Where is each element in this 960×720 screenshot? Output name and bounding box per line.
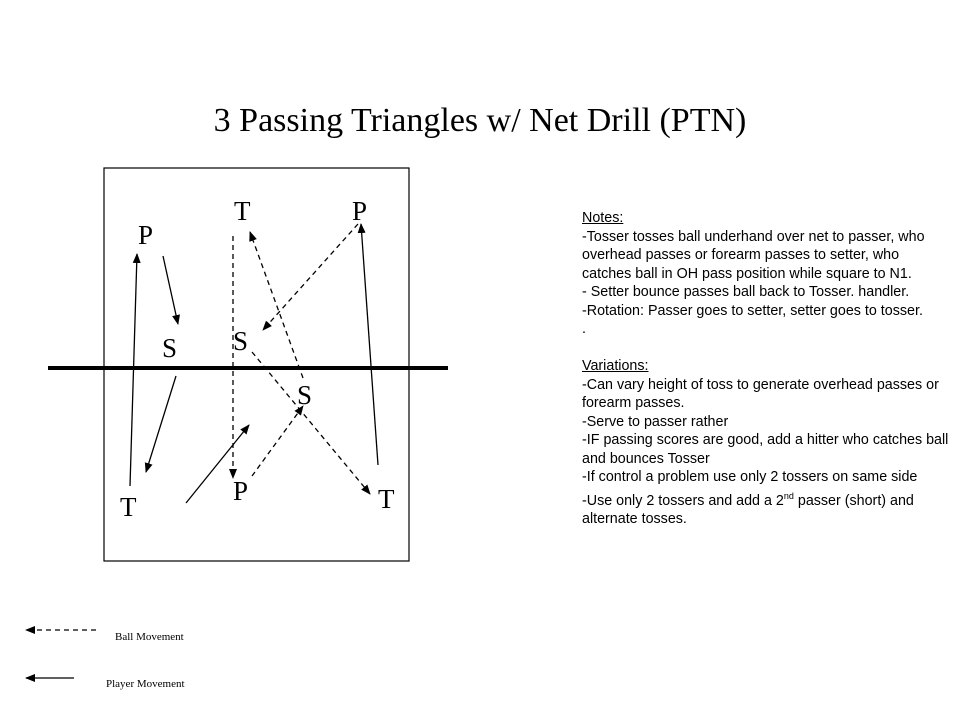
player-arrow-p-to-s [162,255,180,325]
variations-line: -If control a problem use only 2 tossers… [582,469,918,485]
ball-arrow-p-to-s-net [251,405,304,477]
label-s-left: S [162,333,178,363]
label-t-bottom-left: T [120,492,137,522]
page-title: 3 Passing Triangles w/ Net Drill (PTN) [213,102,747,139]
player-arrow-p-to-s-center [185,424,250,504]
ball-arrow-p-to-s [262,223,359,331]
notes-line: - Setter bounce passes ball back to Toss… [582,284,910,300]
label-s-net: S [297,380,313,410]
notes-line: -Tosser tosses ball underhand over net t… [582,228,925,282]
legend-player-movement: Player Movement [106,678,185,690]
label-s-center: S [233,326,249,356]
variations-line: -Can vary height of toss to generate ove… [582,376,939,412]
court-boundary [103,167,410,562]
player-arrow-s-to-t [144,375,177,473]
label-p-bottom: P [233,476,249,506]
variations-line: -Serve to passer rather [582,413,729,430]
label-p-left: P [138,220,154,250]
ball-arrow-s-to-t [251,351,371,495]
notes-header: Notes: [582,210,624,226]
label-t-bottom-right: T [378,484,395,514]
ball-arrow-s-net-to-t [249,231,304,379]
player-arrow-t-to-p [129,253,141,487]
variations-line: -Use only 2 tossers and add a 2nd passer… [582,490,914,527]
label-t-top: T [234,196,251,226]
variations-header: Variations: [582,358,649,374]
notes-line: -Rotation: Passer goes to setter, setter… [582,302,923,319]
variations-line: -IF passing scores are good, add a hitte… [582,432,949,467]
ball-movement-arrows [229,223,371,495]
legend-ball-movement: Ball Movement [115,631,184,643]
notes-line: . [582,321,586,337]
player-movement-arrows [129,223,379,504]
player-arrow-t-to-p-top [357,223,379,466]
label-p-top-right: P [352,196,368,226]
notes-panel: Notes: -Tosser tosses ball underhand ove… [582,209,952,528]
